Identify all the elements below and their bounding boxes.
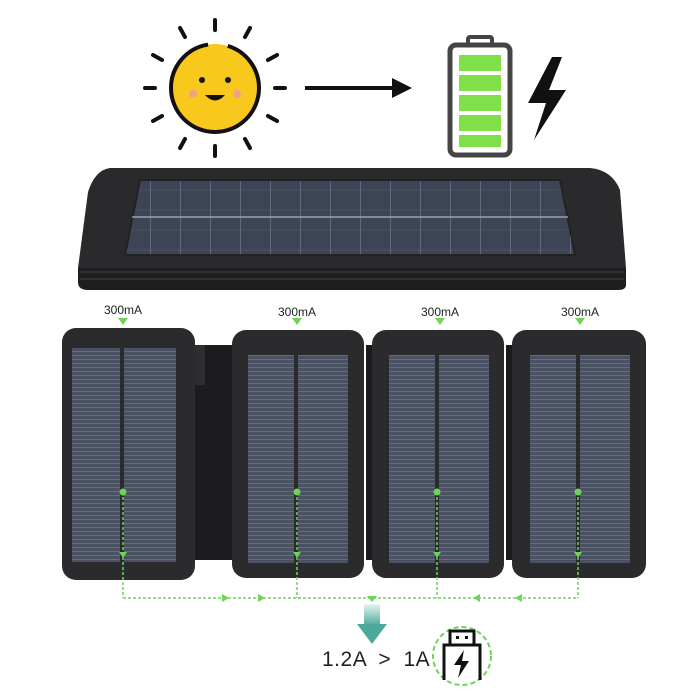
panel-input-markers (118, 318, 585, 325)
wiring-nodes (119, 488, 582, 602)
battery-full-icon (447, 35, 513, 158)
combined-current: 1.2A (322, 648, 367, 671)
reference-current: 1A (403, 648, 431, 671)
panel-1-output-label: 300mA (103, 303, 143, 317)
panel-2-output-label: 300mA (277, 305, 317, 319)
panel-3-output-label: 300mA (420, 305, 460, 319)
panel-4-output-label: 300mA (560, 305, 600, 319)
wiring (122, 492, 579, 599)
usb-charge-icon (432, 626, 492, 686)
output-arrow-icon (357, 604, 387, 644)
arrow-right-icon (305, 78, 412, 98)
lightning-icon (528, 57, 566, 140)
folded-power-bank (78, 168, 626, 290)
output-rating: 1.2A > 1A (322, 648, 430, 672)
comparator: > (378, 648, 392, 671)
unfolded-panels (62, 328, 646, 580)
sun-icon (143, 18, 287, 158)
